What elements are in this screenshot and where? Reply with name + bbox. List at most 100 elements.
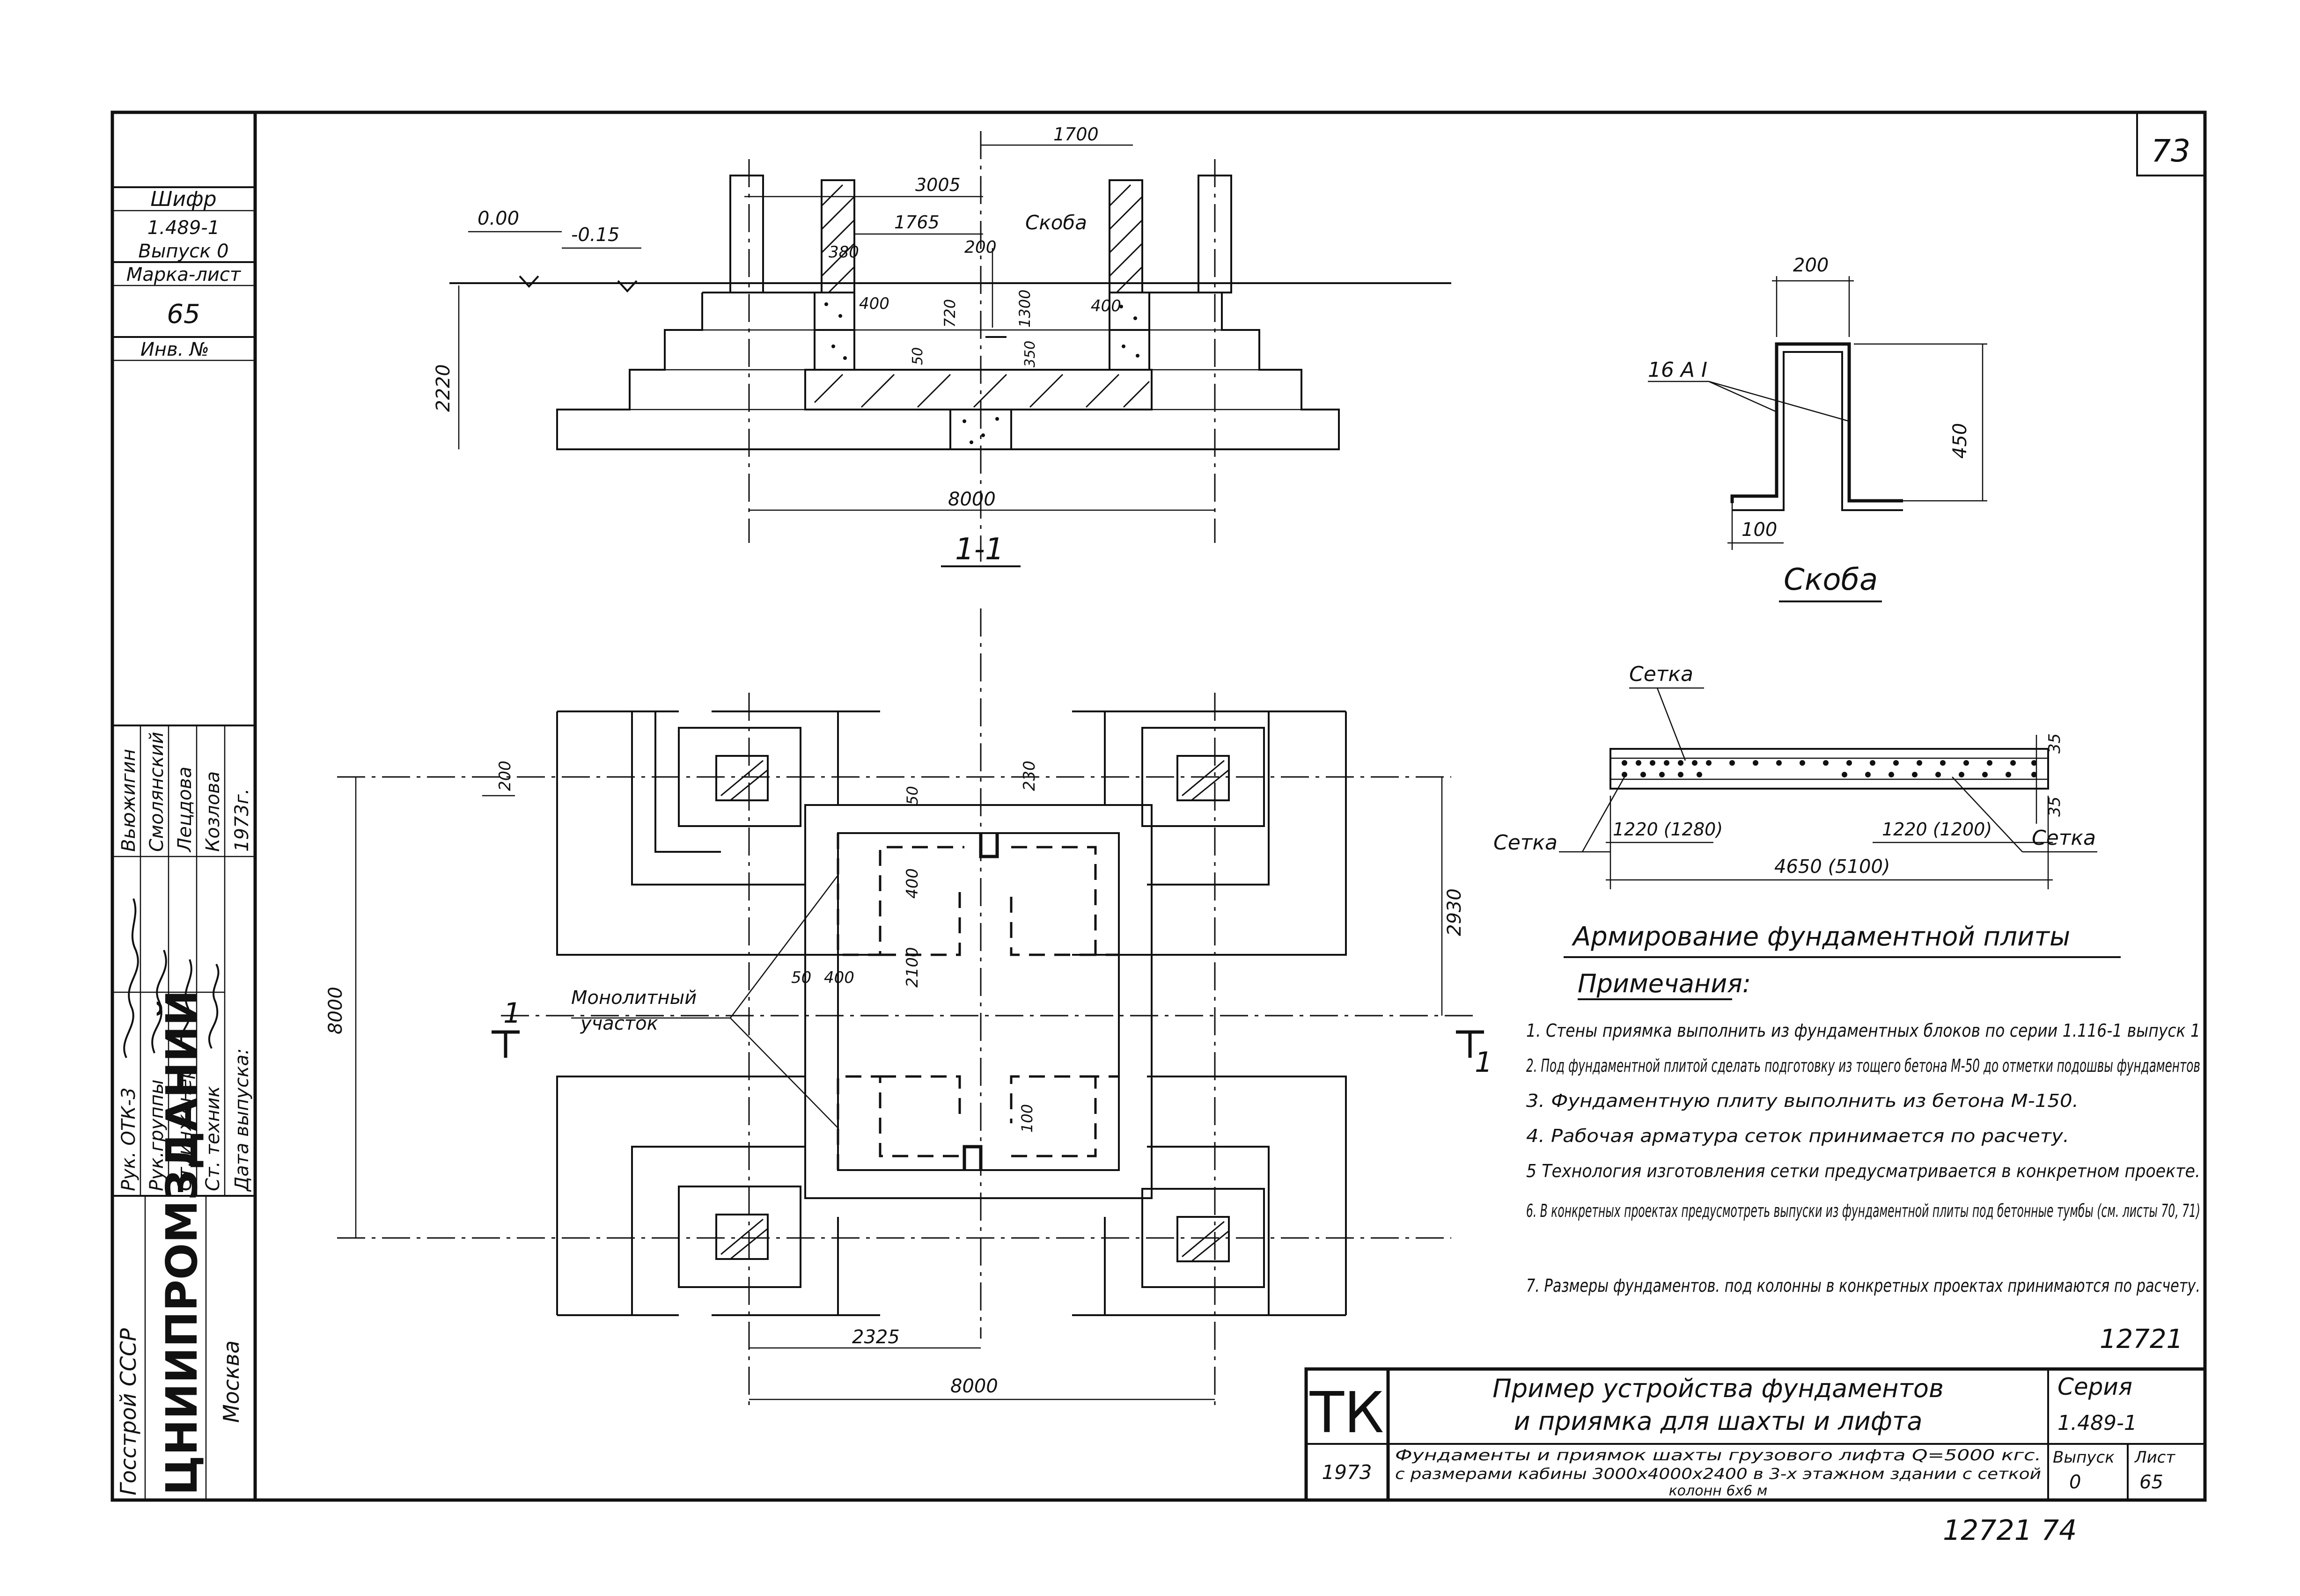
issue-value: 0	[2069, 1472, 2081, 1493]
title-year: 1973	[1322, 1461, 1372, 1484]
monolith-label-2: участок	[580, 1013, 658, 1034]
inv-label: Инв. №	[140, 339, 209, 360]
dim-3005: 3005	[915, 175, 961, 195]
note-6: 6. В конкретных проектах предусмотреть в…	[1526, 1201, 2200, 1221]
section-mark-right: 1	[1475, 1046, 1492, 1079]
issue-label: Выпуск	[2053, 1448, 2115, 1467]
plan-dim-2325: 2325	[852, 1326, 900, 1348]
mesh-detail	[1559, 687, 2121, 958]
plan-dim-50-top: 50	[904, 786, 921, 805]
staple-detail	[1648, 276, 1987, 602]
title-line-1: Пример устройства фундаментов	[1492, 1374, 1944, 1403]
mark-sheet-label: Марка-лист	[126, 264, 242, 286]
plan-dim-50-left: 50	[791, 968, 811, 987]
mesh-dim-1220-left: 1220 (1280)	[1613, 819, 1723, 840]
plan-dim-230: 230	[1020, 761, 1039, 791]
name-4: Козлова	[202, 771, 224, 852]
role-1: Рук. ОТК-3	[118, 1087, 140, 1191]
role-5: Дата выпуска:	[231, 1048, 253, 1192]
sheet-value: 65	[2139, 1472, 2163, 1493]
mesh-dim-35-bottom: 35	[2045, 797, 2064, 817]
cipher-label: Шифр	[150, 187, 216, 211]
note-5: 5 Технология изготовления сетки предусма…	[1526, 1161, 2200, 1181]
bottom-number: 12721 74	[1943, 1514, 2077, 1547]
section-mark-left: 1	[503, 997, 521, 1030]
plan-dim-400-left: 400	[824, 968, 854, 987]
name-1: Вьюжигин	[118, 749, 140, 852]
series-label: Серия	[2058, 1373, 2132, 1400]
staple-dim-450: 450	[1949, 423, 1971, 459]
side-stamp	[112, 186, 255, 1500]
dim-1765: 1765	[894, 212, 940, 233]
notes-title: Примечания:	[1578, 969, 1751, 998]
name-2: Смолянский	[146, 732, 168, 852]
org-city: Москва	[219, 1340, 244, 1423]
mesh-label-right: Сетка	[2032, 826, 2096, 850]
plan-dim-2930: 2930	[1444, 888, 1465, 936]
sheet-label: Лист	[2134, 1448, 2175, 1467]
role-4: Ст. техник	[202, 1086, 224, 1191]
name-5: 1973г.	[231, 788, 253, 852]
mesh-dim-1220-right: 1220 (1200)	[1882, 819, 1992, 840]
dim-8000-section: 8000	[948, 489, 996, 510]
plan-view	[337, 608, 1484, 1409]
archive-number: 12721	[2100, 1324, 2183, 1354]
name-3: Лецдова	[174, 767, 196, 853]
dim-380: 380	[829, 243, 859, 262]
staple-title: Скоба	[1784, 563, 1878, 597]
dim-50: 50	[910, 347, 926, 365]
plan-dim-100: 100	[1018, 1104, 1036, 1133]
sheet-number: 73	[2151, 133, 2190, 169]
desc-line-3: колонн 6х6 м	[1669, 1483, 1768, 1499]
title-block	[1304, 1367, 2207, 1502]
section-1-1	[449, 131, 1451, 567]
signature-scribbles	[123, 898, 220, 1058]
dim-200: 200	[964, 238, 997, 257]
section-title: 1-1	[955, 532, 1004, 567]
staple-dim-100: 100	[1742, 519, 1777, 541]
note-2: 2. Под фундаментной плитой сделать подго…	[1526, 1055, 2200, 1076]
staple-label: Скоба	[1025, 211, 1087, 234]
series-value: 1.489-1	[2058, 1411, 2137, 1435]
sheet-number-box	[2136, 111, 2206, 176]
level-0-00: 0.00	[478, 208, 519, 229]
note-3: 3. Фундаментную плиту выполнить из бетон…	[1526, 1091, 2079, 1111]
title-line-2: и приямка для шахты и лифта	[1514, 1406, 1923, 1436]
plan-dim-8000-horizontal: 8000	[950, 1376, 998, 1397]
plan-dim-2100: 2100	[903, 947, 922, 988]
cipher-value: 1.489-1	[147, 217, 220, 239]
dim-400-left: 400	[859, 294, 889, 313]
level-minus-0-15: -0.15	[571, 224, 620, 246]
desc-line-1: Фундаменты и приямок шахты грузового лиф…	[1395, 1446, 2041, 1464]
dim-1700: 1700	[1053, 124, 1099, 145]
plan-dim-8000-vertical: 8000	[325, 987, 346, 1034]
mesh-label-top: Сетка	[1629, 662, 1693, 686]
staple-dim-200: 200	[1793, 255, 1829, 276]
monolith-label-1: Монолитный	[571, 987, 697, 1009]
plan-dim-400: 400	[903, 868, 922, 899]
role-3: Ст. инженер	[174, 1067, 196, 1191]
dim-720: 720	[941, 299, 959, 328]
dim-2220: 2220	[433, 364, 454, 412]
dim-400-right: 400	[1091, 297, 1121, 315]
mesh-dim-35-top: 35	[2045, 733, 2064, 754]
note-7: 7. Размеры фундаментов. под колонны в ко…	[1526, 1275, 2200, 1296]
logo-tk: ТК	[1309, 1381, 1384, 1446]
cipher-issue: Выпуск 0	[138, 241, 228, 262]
dim-1300: 1300	[1016, 290, 1034, 328]
sheet-frame	[110, 110, 2207, 1502]
org-institute: ЦНИИПРОМЗДАНИЙ	[156, 990, 207, 1495]
dim-350: 350	[1022, 341, 1038, 367]
staple-rebar: 16 A I	[1648, 358, 1707, 382]
org-gosstroy: Госстрой СССР	[116, 1328, 141, 1495]
plan-dim-200: 200	[496, 761, 514, 791]
mesh-title: Армирование фундаментной плиты	[1572, 922, 2070, 952]
mesh-dim-4650: 4650 (5100)	[1774, 856, 1890, 878]
mark-sheet-value: 65	[167, 299, 200, 329]
note-1: 1. Стены приямка выполнить из фундаментн…	[1526, 1020, 2200, 1041]
role-2: Рук.группы	[146, 1079, 168, 1191]
mesh-label-left: Сетка	[1493, 831, 1558, 855]
desc-line-2: с размерами кабины 3000х4000х2400 в 3-х …	[1395, 1465, 2041, 1483]
note-4: 4. Рабочая арматура сеток принимается по…	[1526, 1126, 2069, 1146]
